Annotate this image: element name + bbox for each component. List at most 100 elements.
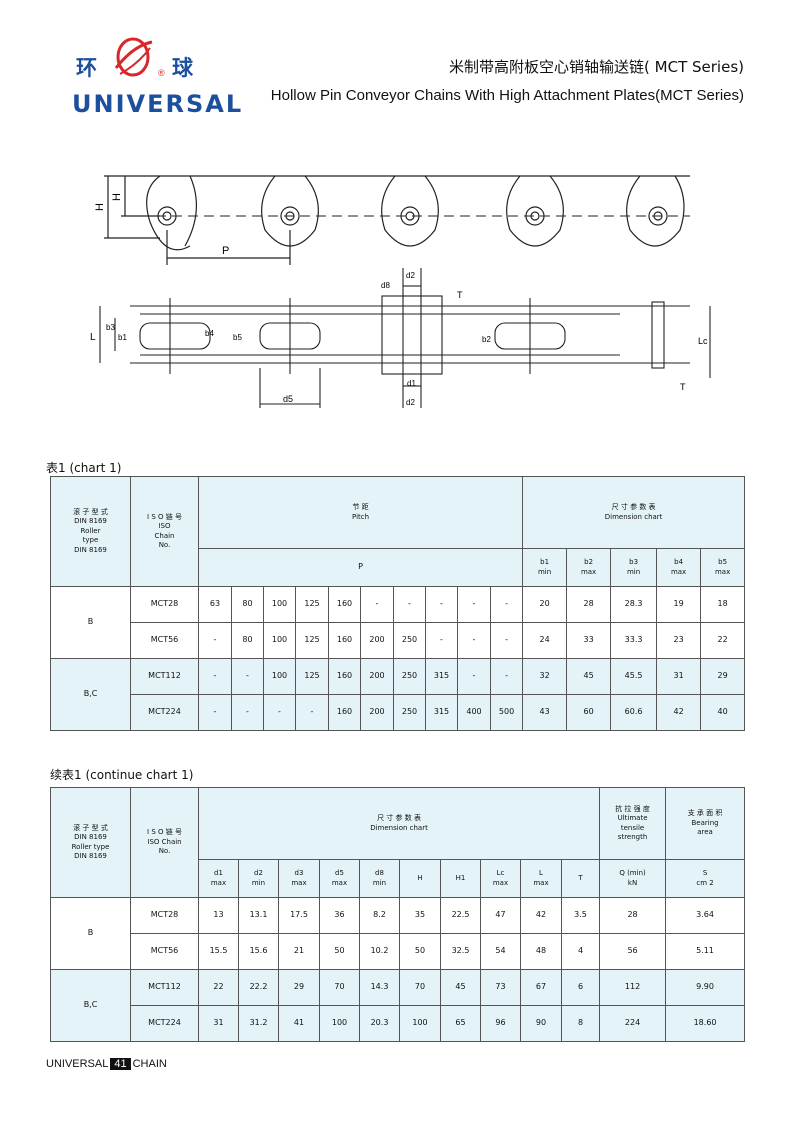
value-cell: 200 bbox=[360, 622, 394, 659]
value-cell: 315 bbox=[425, 694, 458, 731]
value-cell: - bbox=[489, 586, 524, 623]
iso-chain-cell: MCT224 bbox=[130, 694, 199, 731]
chart1-head-roller: 滚 子 型 式 DIN 8169 Roller type DIN 8169 bbox=[50, 476, 131, 587]
value-cell: 29 bbox=[700, 658, 746, 695]
title-cn: 米制带高附板空心销轴输送链( MCT Series) bbox=[449, 58, 744, 76]
value-cell: - bbox=[198, 694, 232, 731]
dim-label-b4: b4 bbox=[205, 329, 214, 338]
value-cell: 43 bbox=[522, 694, 568, 731]
value-cell: - bbox=[263, 694, 296, 731]
roller-type-cell: B bbox=[50, 586, 131, 659]
value-cell: 22 bbox=[198, 969, 239, 1006]
chart1-head-iso: I S O 链 号 ISO Chain No. bbox=[130, 476, 199, 587]
value-cell: - bbox=[295, 694, 329, 731]
roller-type-cell: B,C bbox=[50, 658, 131, 731]
value-cell: 50 bbox=[399, 933, 441, 970]
value-cell: 29 bbox=[278, 969, 320, 1006]
value-cell: 112 bbox=[599, 969, 667, 1006]
chart1-head-dim: 尺 寸 参 数 表 Dimension chart bbox=[522, 476, 746, 549]
value-cell: - bbox=[198, 622, 232, 659]
value-cell: 224 bbox=[599, 1005, 667, 1042]
value-cell: 22 bbox=[700, 622, 746, 659]
chart2-head-iso: I S O 链 号 ISO Chain No. bbox=[130, 787, 199, 898]
value-cell: 32 bbox=[522, 658, 568, 695]
value-cell: 100 bbox=[263, 622, 296, 659]
iso-chain-cell: MCT112 bbox=[130, 969, 199, 1006]
value-cell: 4 bbox=[560, 933, 601, 970]
value-cell: 31.2 bbox=[238, 1005, 279, 1042]
dim-label-d5: d5 bbox=[283, 394, 293, 404]
dim-label-h1: H bbox=[111, 193, 123, 201]
value-cell: 67 bbox=[520, 969, 562, 1006]
value-cell: 50 bbox=[319, 933, 360, 970]
dim-label-l: L bbox=[90, 332, 96, 343]
value-cell: 22.5 bbox=[440, 897, 481, 934]
logo-en: UNIVERSAL bbox=[72, 90, 244, 118]
chart2-head-q: Q (min)kN bbox=[599, 859, 667, 898]
value-cell: 125 bbox=[295, 622, 329, 659]
value-cell: 125 bbox=[295, 658, 329, 695]
value-cell: 47 bbox=[480, 897, 521, 934]
value-cell: 18 bbox=[700, 586, 746, 623]
dim-label-t-top: T bbox=[457, 290, 463, 300]
value-cell: 42 bbox=[656, 694, 702, 731]
value-cell: 15.6 bbox=[238, 933, 279, 970]
value-cell: 250 bbox=[393, 622, 426, 659]
value-cell: 32.5 bbox=[440, 933, 481, 970]
registered-mark: ® bbox=[158, 68, 165, 78]
value-cell: - bbox=[425, 622, 458, 659]
iso-chain-cell: MCT56 bbox=[130, 933, 199, 970]
value-cell: - bbox=[489, 658, 524, 695]
dim-label-t-bottom: T bbox=[680, 382, 686, 392]
value-cell: 96 bbox=[480, 1005, 521, 1042]
chart2-head-dim: 尺 寸 参 数 表 Dimension chart bbox=[197, 787, 601, 860]
value-cell: 45 bbox=[440, 969, 481, 1006]
roller-type-cell: B,C bbox=[50, 969, 131, 1042]
value-cell: - bbox=[425, 586, 458, 623]
value-cell: 21 bbox=[278, 933, 320, 970]
value-cell: 70 bbox=[399, 969, 441, 1006]
dim-label-h: H bbox=[94, 203, 106, 211]
dim-label-b2: b2 bbox=[482, 335, 491, 344]
value-cell: 22.2 bbox=[238, 969, 279, 1006]
value-cell: 40 bbox=[700, 694, 746, 731]
chart2-head-h: H bbox=[399, 859, 441, 898]
value-cell: 90 bbox=[520, 1005, 562, 1042]
iso-chain-cell: MCT224 bbox=[130, 1005, 199, 1042]
page-number: 41 bbox=[110, 1058, 131, 1070]
chart2-head-tensile: 抗 拉 强 度 Ultimate tensile strength bbox=[599, 787, 667, 860]
value-cell: - bbox=[457, 586, 491, 623]
value-cell: 41 bbox=[278, 1005, 320, 1042]
value-cell: 73 bbox=[480, 969, 521, 1006]
dim-label-b5: b5 bbox=[233, 333, 242, 342]
value-cell: 250 bbox=[393, 658, 426, 695]
value-cell: 19 bbox=[656, 586, 702, 623]
value-cell: 160 bbox=[328, 658, 361, 695]
value-cell: 200 bbox=[360, 694, 394, 731]
value-cell: 45 bbox=[566, 658, 612, 695]
value-cell: 8 bbox=[560, 1005, 601, 1042]
logo-cn-right: 球 bbox=[172, 56, 195, 80]
value-cell: 33.3 bbox=[610, 622, 658, 659]
chart1-caption: 表1 (chart 1) bbox=[46, 461, 122, 475]
value-cell: - bbox=[457, 658, 491, 695]
value-cell: - bbox=[360, 586, 394, 623]
value-cell: 160 bbox=[328, 586, 361, 623]
value-cell: 31 bbox=[198, 1005, 239, 1042]
value-cell: 60.6 bbox=[610, 694, 658, 731]
value-cell: 24 bbox=[522, 622, 568, 659]
logo-cn-left: 环 bbox=[76, 56, 99, 80]
value-cell: 3.64 bbox=[665, 897, 746, 934]
value-cell: 54 bbox=[480, 933, 521, 970]
